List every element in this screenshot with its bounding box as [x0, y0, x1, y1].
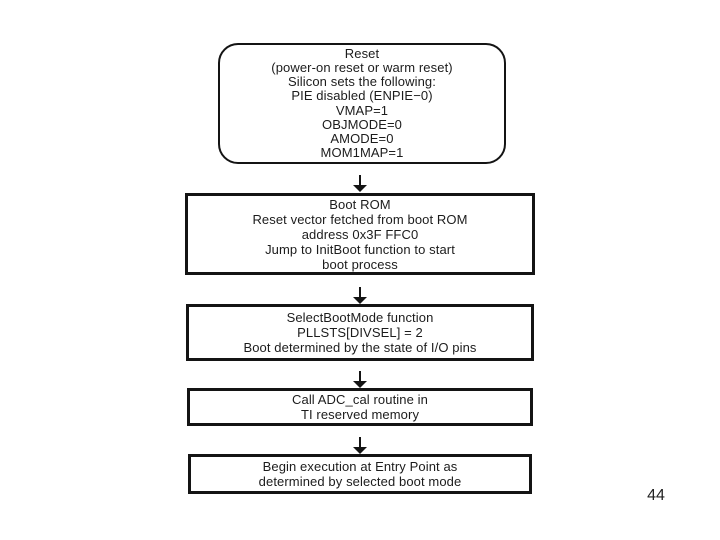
flow-node-line: TI reserved memory	[300, 407, 420, 422]
flow-node-select-boot-mode: SelectBootMode function PLLSTS[DIVSEL] =…	[186, 304, 534, 361]
flow-node-line: Jump to InitBoot function to start	[265, 241, 455, 257]
flow-node-line: boot process	[322, 256, 398, 272]
flow-node-begin-execution: Begin execution at Entry Point as determ…	[188, 454, 532, 494]
flow-arrow-down-4	[353, 437, 367, 454]
arrow-shaft	[359, 371, 361, 381]
flow-node-line: MOM1MAP=1	[320, 144, 404, 160]
flow-node-line: Boot ROM	[329, 196, 391, 212]
flow-node-line: SelectBootMode function	[286, 310, 434, 325]
arrow-down-icon	[353, 447, 367, 454]
flow-node-line: PIE disabled (ENPIE−0)	[291, 88, 433, 104]
arrow-down-icon	[353, 381, 367, 388]
arrow-shaft	[359, 287, 361, 297]
flow-node-line: AMODE=0	[330, 130, 394, 146]
flow-node-line: OBJMODE=0	[321, 116, 402, 132]
flow-node-line: PLLSTS[DIVSEL] = 2	[297, 325, 423, 340]
flow-arrow-down-2	[353, 287, 367, 304]
flow-node-line: Call ADC_cal routine in	[292, 392, 428, 407]
flow-node-line: determined by selected boot mode	[258, 474, 462, 489]
arrow-down-icon	[353, 185, 367, 192]
flow-node-adc-cal: Call ADC_cal routine in TI reserved memo…	[187, 388, 533, 426]
flow-arrow-down-3	[353, 371, 367, 388]
flow-node-line: (power-on reset or warm reset)	[271, 60, 453, 76]
flow-node-line: address 0x3F FFC0	[301, 226, 419, 242]
flow-node-line: VMAP=1	[335, 102, 389, 118]
flow-node-line: Reset vector fetched from boot ROM	[252, 211, 468, 227]
page-number: 44	[647, 487, 665, 504]
flow-node-line: Boot determined by the state of I/O pins	[243, 340, 477, 355]
flow-node-line: Reset	[344, 46, 380, 62]
flow-arrow-down-1	[353, 175, 367, 192]
flow-node-line: Begin execution at Entry Point as	[262, 459, 458, 474]
arrow-down-icon	[353, 297, 367, 304]
arrow-shaft	[359, 175, 361, 185]
arrow-shaft	[359, 437, 361, 447]
flow-node-reset: Reset (power-on reset or warm reset) Sil…	[218, 43, 506, 164]
flow-node-boot-rom: Boot ROM Reset vector fetched from boot …	[185, 193, 535, 275]
flow-node-line: Silicon sets the following:	[288, 74, 436, 90]
